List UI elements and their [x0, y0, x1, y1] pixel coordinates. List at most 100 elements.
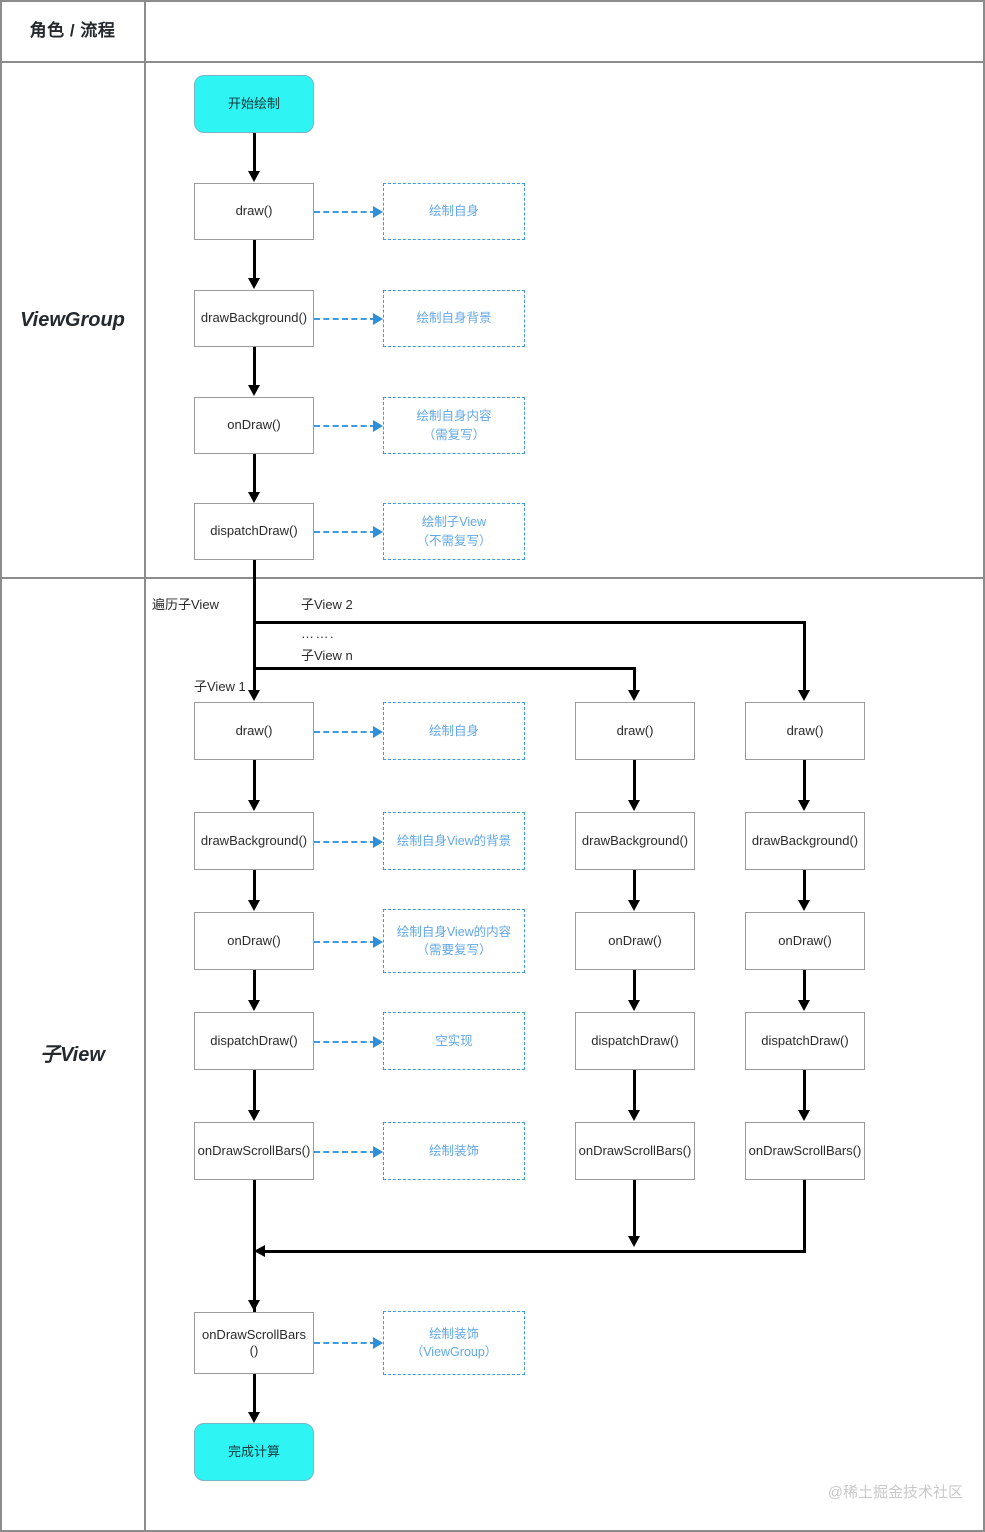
node-end-finish[interactable]: 完成计算: [194, 1423, 314, 1481]
dashed-arrowhead-c1-draw: [373, 726, 383, 738]
edge-c2-ondraw-to-dispatchdraw: [633, 970, 636, 1002]
dashed-edge-vg-ondraw: [314, 425, 376, 427]
dashed-arrowhead-vg-tail: [373, 1337, 383, 1349]
dashed-edge-vg-tail: [314, 1342, 376, 1344]
node-c1-ondraw[interactable]: onDraw(): [194, 912, 314, 970]
arrowhead-c3-drawbackground-to-ondraw: [797, 900, 810, 911]
arrowhead-c2-draw-to-drawbackground: [627, 800, 640, 811]
node-c3-ondrawscrollbars[interactable]: onDrawScrollBars(): [745, 1122, 865, 1180]
edge-c2-dispatchdraw-to-ondrawscrollbars: [633, 1070, 636, 1112]
node-c2-ondraw[interactable]: onDraw(): [575, 912, 695, 970]
arrowhead-vg-drawbackground-to-ondraw: [247, 385, 260, 396]
arrowhead-branch-child2: [797, 690, 810, 701]
node-c1-draw[interactable]: draw(): [194, 702, 314, 760]
arrowhead-c1-drawbackground-to-ondraw: [247, 900, 260, 911]
edge-c3-ondraw-to-dispatchdraw: [803, 970, 806, 1002]
label-traverse-children: 遍历子View: [152, 597, 219, 612]
arrowhead-c2-drawbackground-to-ondraw: [627, 900, 640, 911]
edge-c1-ondraw-to-dispatchdraw: [253, 970, 256, 1002]
dashed-edge-c1-ondrawscrollbars: [314, 1151, 376, 1153]
node-vg-drawbackground[interactable]: drawBackground(): [194, 290, 314, 347]
edge-c3-draw-to-drawbackground: [803, 760, 806, 802]
edge-start-to-draw: [253, 133, 256, 172]
node-c1-dispatchdraw[interactable]: dispatchDraw(): [194, 1012, 314, 1070]
edge-c3-dispatchdraw-to-ondrawscrollbars: [803, 1070, 806, 1112]
arrowhead-c3-dispatchdraw-to-ondrawscrollbars: [797, 1110, 810, 1121]
frame-header-divider: [0, 61, 985, 63]
note-c1-drawbackground: 绘制自身View的背景: [383, 812, 525, 870]
dashed-arrowhead-c1-dispatchdraw: [373, 1036, 383, 1048]
arrowhead-trunk-to-child1-draw: [247, 690, 260, 701]
dashed-arrowhead-c1-drawbackground: [373, 836, 383, 848]
node-vg-ondraw[interactable]: onDraw(): [194, 397, 314, 454]
label-branch-ellipsis: …….: [301, 626, 336, 641]
edge-c3-drawbackground-to-ondraw: [803, 870, 806, 902]
edge-branch-child2-horizontal: [253, 621, 806, 624]
node-c3-ondraw[interactable]: onDraw(): [745, 912, 865, 970]
frame-bottom-border: [0, 1530, 985, 1532]
edge-branch-childn-horizontal: [253, 667, 636, 670]
edge-c1-to-vg-tail: [253, 1180, 256, 1312]
arrowhead-vg-tail-to-end: [247, 1412, 260, 1423]
arrowhead-merge-into-trunk: [254, 1245, 265, 1257]
label-branch-child1: 子View 1: [194, 679, 246, 694]
note-vg-ondraw: 绘制自身内容 （需复写）: [383, 397, 525, 454]
frame-lane-column-border: [144, 0, 146, 1532]
frame-top-border: [0, 0, 985, 2]
dashed-arrowhead-vg-drawbackground: [373, 313, 383, 325]
node-c2-draw[interactable]: draw(): [575, 702, 695, 760]
node-vg-dispatchdraw[interactable]: dispatchDraw(): [194, 503, 314, 560]
frame-right-border: [983, 0, 985, 1532]
node-c2-dispatchdraw[interactable]: dispatchDraw(): [575, 1012, 695, 1070]
dashed-edge-c1-draw: [314, 731, 376, 733]
arrowhead-to-vg-tail: [247, 1300, 260, 1311]
edge-dispatch-trunk: [253, 560, 256, 692]
note-vg-dispatchdraw: 绘制子View （不需复写）: [383, 503, 525, 560]
arrowhead-c1-draw-to-drawbackground: [247, 800, 260, 811]
arrowhead-vg-ondraw-to-dispatchdraw: [247, 492, 260, 503]
frame-left-border: [0, 0, 2, 1532]
edge-vg-ondraw-to-dispatchdraw: [253, 454, 256, 493]
node-c1-drawbackground[interactable]: drawBackground(): [194, 812, 314, 870]
edge-c1-drawbackground-to-ondraw: [253, 870, 256, 902]
dashed-arrowhead-vg-dispatchdraw: [373, 526, 383, 538]
edge-c3-merge-down: [803, 1180, 806, 1252]
arrowhead-vg-draw-to-drawbackground: [247, 278, 260, 289]
node-c1-ondrawscrollbars[interactable]: onDrawScrollBars(): [194, 1122, 314, 1180]
note-c1-draw: 绘制自身: [383, 702, 525, 760]
dashed-edge-c1-ondraw: [314, 941, 376, 943]
node-start-draw[interactable]: 开始绘制: [194, 75, 314, 133]
node-vg-tail-ondrawscrollbars[interactable]: onDrawScrollBars (): [194, 1312, 314, 1374]
frame-lane-divider: [0, 577, 985, 579]
node-c2-ondrawscrollbars[interactable]: onDrawScrollBars(): [575, 1122, 695, 1180]
note-vg-drawbackground: 绘制自身背景: [383, 290, 525, 347]
lane-label-viewgroup: ViewGroup: [20, 309, 125, 331]
label-branch-childn: 子View n: [301, 648, 353, 663]
arrowhead-c2-dispatchdraw-to-ondrawscrollbars: [627, 1110, 640, 1121]
header-role-flow-label: 角色 / 流程: [29, 20, 116, 40]
dashed-edge-c1-dispatchdraw: [314, 1041, 376, 1043]
dashed-arrowhead-vg-draw: [373, 206, 383, 218]
edge-c2-merge-down: [633, 1180, 636, 1238]
node-vg-draw[interactable]: draw(): [194, 183, 314, 240]
node-c3-drawbackground[interactable]: drawBackground(): [745, 812, 865, 870]
node-c2-drawbackground[interactable]: drawBackground(): [575, 812, 695, 870]
arrowhead-c1-ondraw-to-dispatchdraw: [247, 1000, 260, 1011]
watermark-label: @稀土掘金技术社区: [827, 1484, 963, 1501]
note-c1-dispatchdraw: 空实现: [383, 1012, 525, 1070]
edge-c2-draw-to-drawbackground: [633, 760, 636, 802]
edge-vg-draw-to-drawbackground: [253, 240, 256, 279]
dashed-arrowhead-c1-ondrawscrollbars: [373, 1146, 383, 1158]
note-c1-ondraw: 绘制自身View的内容 （需要复写）: [383, 909, 525, 973]
edge-vg-drawbackground-to-ondraw: [253, 347, 256, 386]
arrowhead-c3-ondraw-to-dispatchdraw: [797, 1000, 810, 1011]
note-c1-ondrawscrollbars: 绘制装饰: [383, 1122, 525, 1180]
node-c3-draw[interactable]: draw(): [745, 702, 865, 760]
note-vg-tail: 绘制装饰 （ViewGroup）: [383, 1311, 525, 1375]
node-c3-dispatchdraw[interactable]: dispatchDraw(): [745, 1012, 865, 1070]
edge-c1-draw-to-drawbackground: [253, 760, 256, 802]
dashed-edge-c1-drawbackground: [314, 841, 376, 843]
arrowhead-branch-childn: [627, 690, 640, 701]
dashed-edge-vg-drawbackground: [314, 318, 376, 320]
